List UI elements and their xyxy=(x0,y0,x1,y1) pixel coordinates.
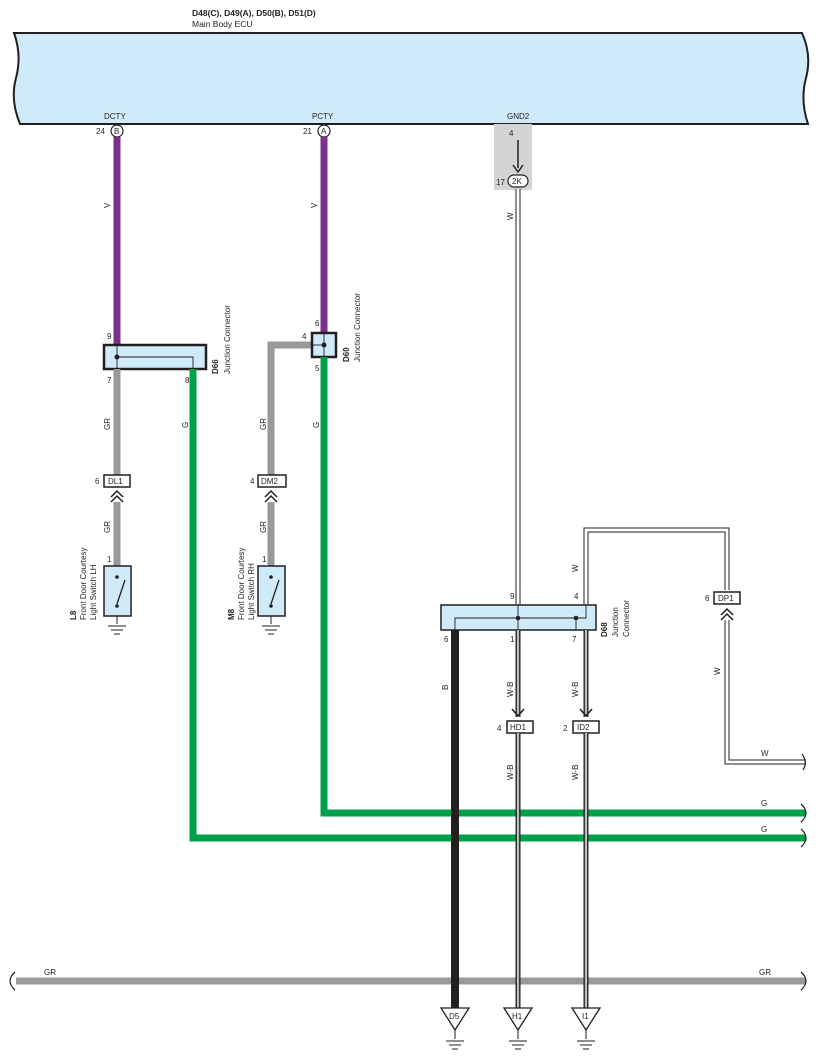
dp1-id: DP1 xyxy=(718,594,734,603)
wire-color-g1: G xyxy=(181,422,190,428)
wire-color-wb1: W-B xyxy=(506,682,515,697)
hd1-pin: 4 xyxy=(497,724,502,733)
d68-pin-7: 7 xyxy=(572,635,577,644)
d66-id: D66 xyxy=(211,359,220,374)
chevron-down-icon xyxy=(579,708,593,718)
wire-color-gr-bus-left: GR xyxy=(44,968,56,977)
wire-d60-gr xyxy=(267,341,313,475)
d68-pin-4: 4 xyxy=(574,592,579,601)
l8-pin: 1 xyxy=(107,555,112,564)
ground-h1-label: H1 xyxy=(512,1012,523,1021)
switch-contact-icon xyxy=(270,579,280,605)
wire-color-gr4: GR xyxy=(259,521,268,533)
dl1-pin: 6 xyxy=(95,477,100,486)
switch-m8 xyxy=(257,565,286,617)
wire-break-marks xyxy=(9,753,807,991)
d60-pin-5: 5 xyxy=(315,364,320,373)
wire-d60-green xyxy=(320,357,806,817)
ground-icon xyxy=(262,625,280,635)
wire-color-w-dp1: W xyxy=(713,667,722,675)
l8-label-2: Light Switch LH xyxy=(89,564,98,620)
l8-label-1: Front Door Courtesy xyxy=(79,548,88,620)
ground-point-i1 xyxy=(570,1007,602,1050)
ground-point-d5 xyxy=(439,1007,471,1050)
d60-id: D60 xyxy=(342,347,351,362)
dm2-pin: 4 xyxy=(250,477,255,486)
id2-id: ID2 xyxy=(577,723,590,732)
dp1-pin: 6 xyxy=(705,594,710,603)
d68-label-1: Junction xyxy=(611,607,620,637)
2k-conn-label: 2K xyxy=(512,177,522,186)
wire-dp1-white xyxy=(724,620,806,765)
d60-pin-6: 6 xyxy=(315,319,320,328)
wire-color-wb3: W-B xyxy=(506,765,515,780)
wire-color-g-right1: G xyxy=(761,799,767,808)
wire-d66-green xyxy=(189,369,806,842)
d66-pin-8: 8 xyxy=(185,376,190,385)
wire-color-v1: V xyxy=(103,202,112,208)
wire-color-g-right2: G xyxy=(761,825,767,834)
wire-color-gr2: GR xyxy=(103,521,112,533)
double-chevron-icon xyxy=(264,489,278,503)
d60-label: Junction Connector xyxy=(353,293,362,362)
double-chevron-icon xyxy=(110,489,124,503)
wire-color-gr-bus-right: GR xyxy=(759,968,771,977)
d68-id: D68 xyxy=(600,622,609,637)
m8-pin: 1 xyxy=(262,555,267,564)
wire-color-b: B xyxy=(441,685,450,690)
dl1-id: DL1 xyxy=(108,477,123,486)
d66-pin-9: 9 xyxy=(107,332,112,341)
m8-id: M8 xyxy=(227,608,236,620)
wire-color-g2: G xyxy=(312,422,321,428)
ecu-name-label: Main Body ECU xyxy=(192,19,252,29)
d68-pin-9: 9 xyxy=(510,592,515,601)
dcty-label: DCTY xyxy=(104,112,126,121)
wire-d68-dp1-white xyxy=(583,527,730,605)
dcty-pin: 24 xyxy=(96,127,105,136)
2k-conn-pin: 17 xyxy=(496,178,505,187)
wire-color-w-gnd: W xyxy=(506,212,515,220)
wire-color-v2: V xyxy=(310,202,319,208)
ground-d5-label: D5 xyxy=(449,1012,460,1021)
d68-label-2: Connector xyxy=(622,600,631,637)
2k-connector-marker xyxy=(507,174,529,188)
m8-label-2: Light Switch RH xyxy=(247,563,256,620)
connector-dl1 xyxy=(103,474,131,488)
id2-pin: 2 xyxy=(563,724,568,733)
ground-icon xyxy=(108,625,126,635)
pcty-conn-letter: A xyxy=(321,127,327,136)
gnd2-label: GND2 xyxy=(507,112,530,121)
arrow-icon xyxy=(512,164,524,174)
ground-point-h1 xyxy=(502,1007,534,1050)
gnd2-pin: 4 xyxy=(509,129,514,138)
wire-color-w-top: W xyxy=(571,564,580,572)
d60-pin-4: 4 xyxy=(302,332,307,341)
main-body-ecu xyxy=(12,32,810,125)
d68-pin-1: 1 xyxy=(510,635,515,644)
d66-pin-7: 7 xyxy=(107,376,112,385)
d66-label: Junction Connector xyxy=(223,305,232,374)
dm2-id: DM2 xyxy=(261,477,278,486)
switch-contact-icon xyxy=(116,579,126,605)
wire-color-w-right: W xyxy=(761,749,769,758)
dcty-conn-letter: B xyxy=(114,127,119,136)
d68-pin-6: 6 xyxy=(444,635,449,644)
ground-i1-label: I1 xyxy=(582,1012,589,1021)
connector-dp1 xyxy=(713,591,741,605)
wire-color-wb2: W-B xyxy=(571,682,580,697)
switch-l8 xyxy=(103,565,132,617)
wire-color-gr3: GR xyxy=(259,418,268,430)
hd1-id: HD1 xyxy=(510,723,527,732)
l8-id: L8 xyxy=(69,610,78,620)
connector-dm2 xyxy=(257,474,287,488)
chevron-down-icon xyxy=(511,708,525,718)
double-chevron-icon xyxy=(720,607,734,621)
wire-color-gr1: GR xyxy=(103,418,112,430)
pcty-label: PCTY xyxy=(312,112,334,121)
ecu-connectors-label: D48(C), D49(A), D50(B), D51(D) xyxy=(192,8,316,18)
m8-label-1: Front Door Courtesy xyxy=(237,548,246,620)
wire-color-wb4: W-B xyxy=(571,765,580,780)
pcty-pin: 21 xyxy=(303,127,312,136)
